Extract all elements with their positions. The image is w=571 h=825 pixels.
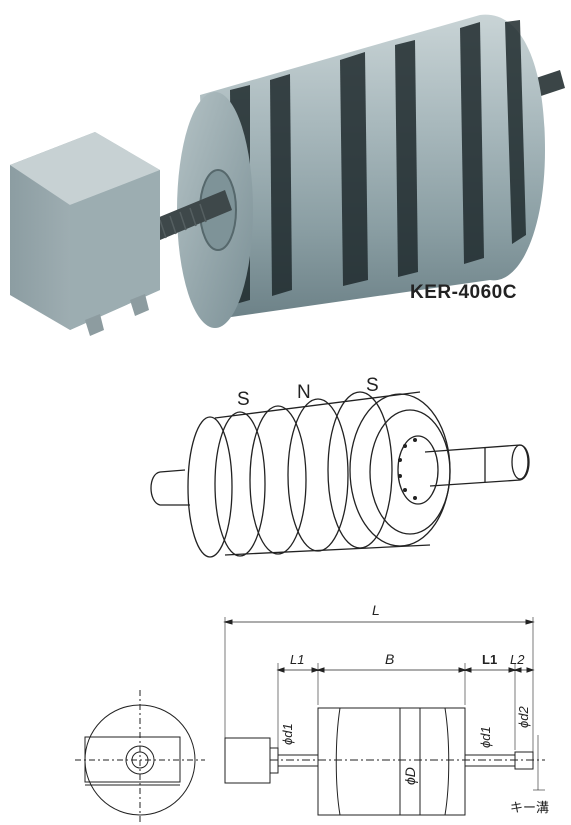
pole-label-n: N — [297, 382, 311, 403]
dim-L1-right: L1 — [482, 652, 497, 667]
dim-phi-d2: ϕd2 — [516, 706, 531, 728]
dim-phi-d1-left: ϕd1 — [280, 723, 295, 745]
iso-drum-bottom — [224, 544, 431, 556]
pole-label-s1: S — [237, 389, 250, 410]
product-photo — [10, 14, 565, 336]
side-view — [75, 690, 205, 825]
dim-phi-D: ϕD — [402, 767, 418, 785]
pole-label-s2: S — [366, 375, 379, 396]
dim-phi-d1-right: ϕd1 — [478, 726, 493, 748]
iso-drum-rings — [187, 391, 451, 558]
pole-diagram: S N S — [150, 375, 530, 558]
iso-left-shaft — [150, 469, 190, 506]
model-label: KER-4060C — [410, 282, 517, 303]
dim-B: B — [385, 651, 394, 667]
dim-L2: L2 — [510, 652, 525, 667]
shaft-thread — [159, 203, 207, 239]
junction-box — [224, 737, 271, 784]
dimension-drawing: L L1 B L1 L2 ϕd1 ϕD ϕd1 ϕd2 キー溝 — [75, 602, 549, 825]
iso-bolts — [398, 438, 417, 500]
terminal-box-side — [70, 170, 160, 330]
dim-L: L — [372, 602, 380, 618]
dim-L1-left: L1 — [290, 652, 304, 667]
drum-outline — [317, 707, 466, 816]
terminal-box-top — [10, 132, 160, 205]
key-slot-label: キー溝 — [510, 800, 549, 815]
drum-body — [200, 14, 545, 321]
drum-stripes — [230, 20, 526, 305]
